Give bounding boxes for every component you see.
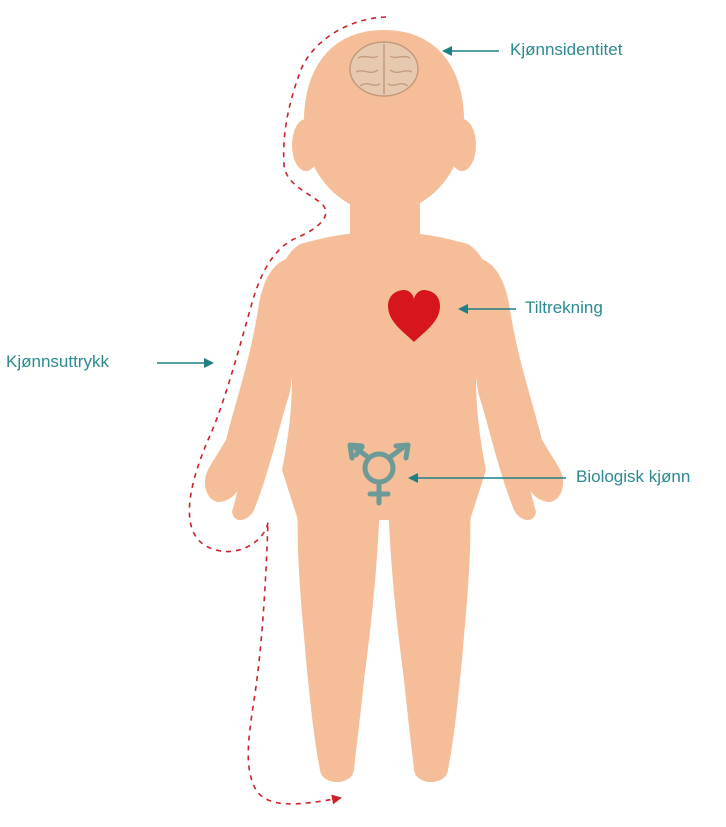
torso <box>280 232 489 520</box>
left-leg <box>298 500 380 782</box>
gender-identity-label: Kjønnsidentitet <box>510 40 622 60</box>
brain-icon <box>350 42 418 96</box>
gender-expression-label: Kjønnsuttrykk <box>6 352 109 372</box>
right-leg <box>388 500 470 782</box>
biological-sex-label: Biologisk kjønn <box>576 467 690 487</box>
attraction-label: Tiltrekning <box>525 298 603 318</box>
